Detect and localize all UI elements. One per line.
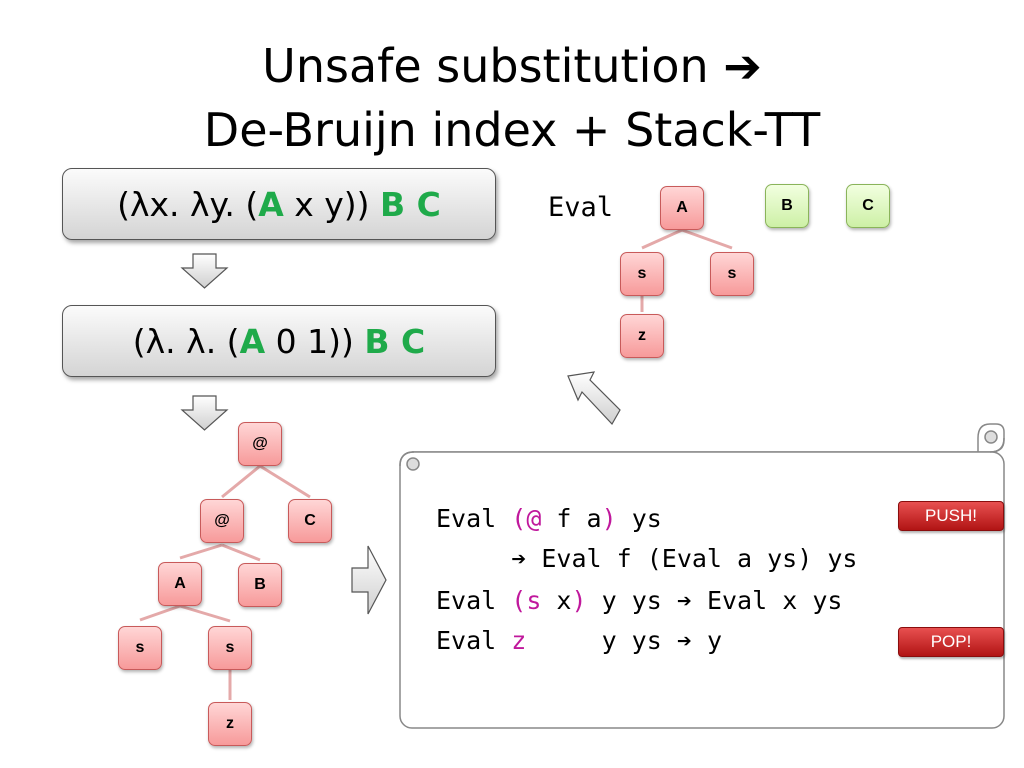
tree-node-a: A xyxy=(158,562,202,606)
tree-edges xyxy=(139,464,311,700)
push-badge: PUSH! xyxy=(898,501,1004,531)
eval-node-a: A xyxy=(660,186,704,230)
scroll-shape xyxy=(399,423,1005,729)
title-line-1: Unsafe substitution ➔ xyxy=(262,39,762,93)
eval-node-z: z xyxy=(620,314,664,358)
eval-label: Eval xyxy=(548,192,614,223)
tree-node-app: @ xyxy=(200,499,244,543)
tree-node-z: z xyxy=(208,702,252,746)
rule-app: Eval (@ f a) ys xyxy=(436,504,662,533)
down-arrow-icon-2 xyxy=(180,395,229,431)
eval-tree-edges xyxy=(640,228,733,312)
tree-node-app-root: @ xyxy=(238,422,282,466)
debruijn-lambda-term: (λ. λ. (A 0 1)) B C xyxy=(62,305,496,377)
named-lambda-term: (λx. λy. (A x y)) B C xyxy=(62,168,496,240)
rule-succ: Eval (s x) y ys ➔ Eval x ys xyxy=(436,586,843,615)
tree-node-c: C xyxy=(288,499,332,543)
tree-node-b: B xyxy=(238,563,282,607)
rule-app-result: ➔ Eval f (Eval a ys) ys xyxy=(436,544,858,573)
right-arrow-shape xyxy=(351,545,387,615)
eval-node-s-left: s xyxy=(620,252,664,296)
right-arrow-icon: ➔ xyxy=(723,39,762,93)
eval-node-b: B xyxy=(765,184,809,228)
down-arrow-icon-1 xyxy=(180,253,229,289)
rule-zero: Eval z y ys ➔ y xyxy=(436,626,722,655)
title-line-2: De-Bruijn index + Stack-TT xyxy=(203,103,821,157)
tree-node-s-right: s xyxy=(208,626,252,670)
eval-node-c: C xyxy=(846,184,890,228)
up-left-arrow-shape xyxy=(567,371,621,426)
pop-badge: POP! xyxy=(898,627,1004,657)
eval-node-s-right: s xyxy=(710,252,754,296)
tree-node-s-left: s xyxy=(118,626,162,670)
